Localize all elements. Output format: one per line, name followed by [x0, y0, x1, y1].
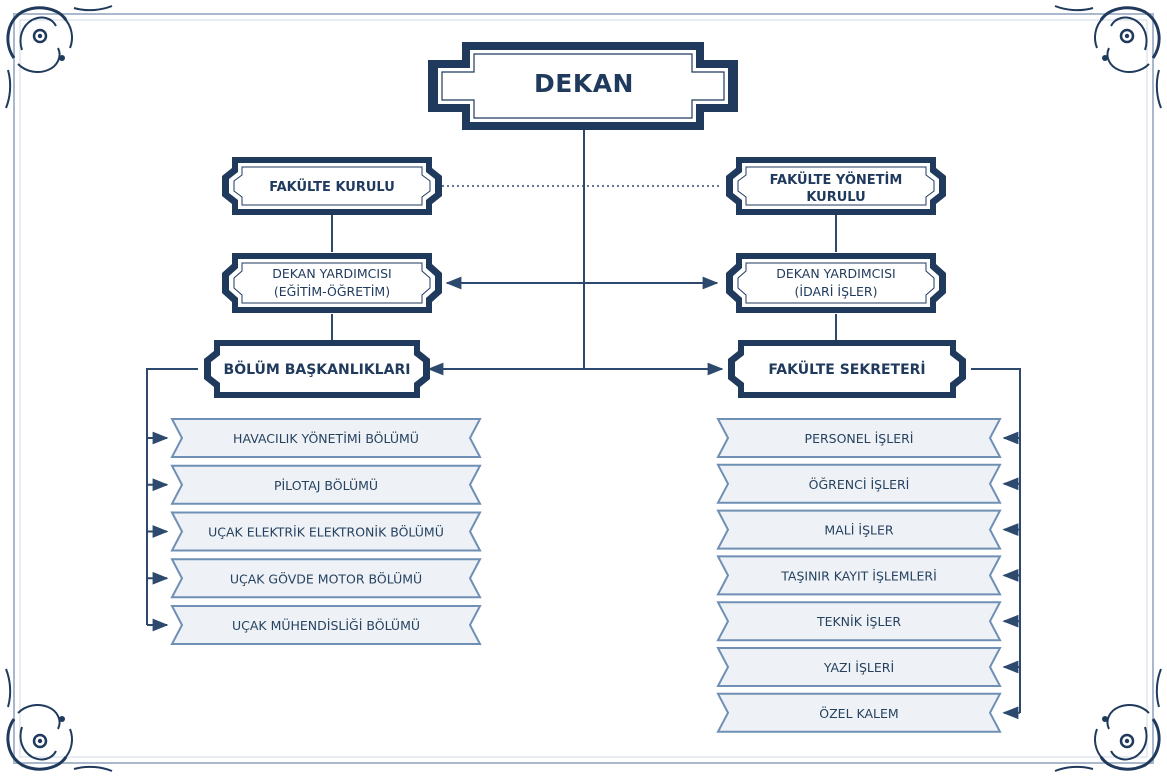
sekreterlik-item-shape: [716, 509, 1002, 550]
sekreterlik-item-label: TAŞINIR KAYIT İŞLEMLERİ: [780, 568, 937, 583]
bolum-item: PİLOTAJ BÖLÜMÜ: [147, 464, 482, 505]
bolum-item: UÇAK ELEKTRİK ELEKTRONİK BÖLÜMÜ: [147, 511, 482, 552]
bolum-item-shape: [170, 511, 482, 552]
bolum-item: UÇAK GÖVDE MOTOR BÖLÜMÜ: [147, 558, 482, 599]
dekan-yardimcisi-egitim-label-1: DEKAN YARDIMCISI: [272, 266, 391, 281]
sekreterlik-bracket: [971, 368, 1021, 713]
sekreterlik-item-label: ÖĞRENCİ İŞLERİ: [809, 476, 910, 492]
bolum-item: UÇAK MÜHENDİSLİĞİ BÖLÜMÜ: [147, 605, 482, 645]
fakulte-yonetim-kurulu-label-2: KURULU: [806, 190, 865, 205]
dekan-yardimcisi-egitim-label-2: (EĞİTİM-ÖĞRETİM): [274, 283, 390, 299]
sekreterlik-item: TAŞINIR KAYIT İŞLEMLERİ: [716, 555, 1020, 596]
sekreterlik-item: ÖĞRENCİ İŞLERİ: [716, 463, 1020, 504]
dekan-yardimcisi-idari-label-1: DEKAN YARDIMCISI: [776, 266, 895, 281]
sekreterlik-item: ÖZEL KALEM: [716, 692, 1020, 733]
sekreterlik-item-label: PERSONEL İŞLERİ: [805, 431, 914, 446]
sekreterlik-item-shape: [716, 692, 1002, 733]
connectors: [146, 126, 1021, 713]
bolum-item-shape: [170, 464, 482, 505]
sekreterlik-item-label: YAZI İŞLERİ: [823, 660, 894, 675]
sekreterlik-item: MALİ İŞLER: [716, 509, 1020, 550]
sekreterlik-item: PERSONEL İŞLERİ: [716, 418, 1020, 458]
bolum-item-label: HAVACILIK YÖNETİMİ BÖLÜMÜ: [233, 430, 419, 446]
corner-ornament-top-right-icon: [1053, 4, 1163, 110]
bolum-item-shape: [170, 558, 482, 599]
sekreterlik-item: TEKNİK İŞLER: [716, 601, 1020, 642]
bolum-item-label: UÇAK MÜHENDİSLİĞİ BÖLÜMÜ: [232, 617, 420, 633]
bolum-item-label: UÇAK ELEKTRİK ELEKTRONİK BÖLÜMÜ: [208, 524, 444, 540]
fakulte-sekreteri-box: FAKÜLTE SEKRETERİ: [728, 340, 966, 398]
bolum-item-shape: [170, 605, 482, 645]
bolum-list: HAVACILIK YÖNETİMİ BÖLÜMÜ PİLOTAJ BÖLÜMÜ U…: [147, 418, 482, 645]
fakulte-yonetim-kurulu-box: FAKÜLTE YÖNETİM KURULU: [726, 157, 946, 215]
sekreterlik-item: YAZI İŞLERİ: [716, 647, 1020, 687]
dekan-yardimcisi-egitim-box: DEKAN YARDIMCISI (EĞİTİM-ÖĞRETİM): [222, 253, 442, 313]
sekreterlik-item-shape: [716, 463, 1002, 504]
dekan-box: DEKAN: [428, 42, 738, 130]
bolum-bracket: [146, 368, 198, 625]
bolum-baskanliklari-box: BÖLÜM BAŞKANLIKLARI: [204, 340, 430, 398]
bolum-item-label: UÇAK GÖVDE MOTOR BÖLÜMÜ: [230, 570, 422, 586]
dekan-yardimcisi-idari-box: DEKAN YARDIMCISI (İDARİ İŞLER): [726, 253, 946, 313]
dekan-label: DEKAN: [534, 69, 634, 98]
corner-ornament-top-left-icon: [4, 4, 114, 110]
bolum-item-shape: [170, 418, 482, 458]
bolum-item-label: PİLOTAJ BÖLÜMÜ: [274, 477, 378, 493]
fakulte-kurulu-box: FAKÜLTE KURULU: [222, 157, 442, 215]
sekreterlik-item-shape: [716, 601, 1002, 642]
sekreterlik-item-shape: [716, 647, 1002, 687]
corner-ornament-bottom-right-icon: [1053, 667, 1163, 773]
bolum-item: HAVACILIK YÖNETİMİ BÖLÜMÜ: [147, 418, 482, 458]
sekreterlik-item-label: TEKNİK İŞLER: [816, 614, 901, 629]
corner-ornament-bottom-left-icon: [4, 667, 114, 773]
sekreterlik-item-shape: [716, 555, 1002, 596]
fakulte-kurulu-label: FAKÜLTE KURULU: [269, 179, 395, 195]
dekan-yardimcisi-idari-label-2: (İDARİ İŞLER): [795, 284, 878, 299]
fakulte-yonetim-kurulu-label-1: FAKÜLTE YÖNETİM: [770, 172, 903, 188]
page-frame: [13, 13, 1154, 764]
sekreterlik-item-shape: [716, 418, 1002, 458]
sekreterlik-list: PERSONEL İŞLERİ ÖĞRENCİ İŞLERİ MALİ İŞLER T…: [716, 418, 1020, 733]
bolum-baskanliklari-label: BÖLÜM BAŞKANLIKLARI: [224, 360, 411, 378]
fakulte-sekreteri-label: FAKÜLTE SEKRETERİ: [768, 360, 925, 378]
sekreterlik-item-label: MALİ İŞLER: [824, 523, 893, 538]
page-frame-inner: [19, 19, 1148, 758]
sekreterlik-item-label: ÖZEL KALEM: [819, 705, 898, 721]
